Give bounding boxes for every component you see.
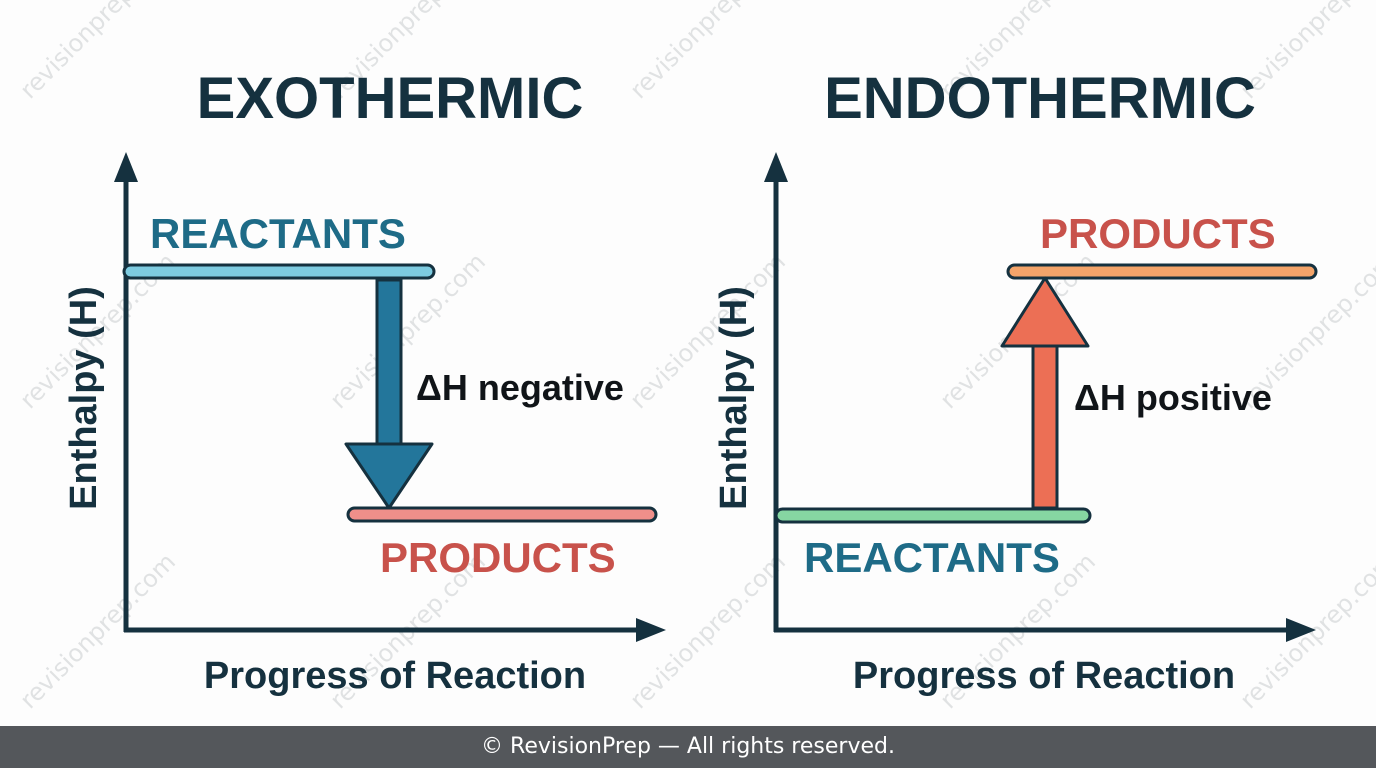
endothermic-delta-h-label: ΔH positive xyxy=(1074,377,1272,418)
endothermic-products-level xyxy=(1006,263,1318,280)
exothermic-delta-arrow-shaft xyxy=(375,278,403,452)
exothermic-products-level xyxy=(346,506,658,523)
copyright-footer: © RevisionPrep — All rights reserved. xyxy=(0,726,1376,768)
endothermic-delta-arrow-shaft xyxy=(1031,338,1059,510)
watermark-text: revisionprep.com xyxy=(624,248,791,415)
exothermic-title: EXOTHERMIC xyxy=(197,66,584,131)
exothermic-y-axis-label: Enthalpy (H) xyxy=(63,286,105,510)
energy-profile-diagrams: revisionprep.com revisionprep.com revision… xyxy=(14,0,1376,714)
exothermic-products-label: PRODUCTS xyxy=(380,534,616,581)
endothermic-reactants-level xyxy=(774,507,1092,524)
endothermic-products-label: PRODUCTS xyxy=(1040,210,1276,257)
exothermic-x-axis-arrowhead xyxy=(636,618,666,642)
endothermic-title: ENDOTHERMIC xyxy=(824,66,1256,131)
exothermic-y-axis-arrowhead xyxy=(114,152,138,182)
exothermic-reactants-level xyxy=(122,263,436,280)
endothermic-y-axis-label: Enthalpy (H) xyxy=(713,286,755,510)
endothermic-x-axis-label: Progress of Reaction xyxy=(853,655,1235,697)
watermark-text: revisionprep.com xyxy=(624,0,791,104)
endothermic-panel: ENDOTHERMIC Enthalpy (H) Progress of Rea… xyxy=(713,66,1318,697)
watermark-text: revisionprep.com xyxy=(14,0,181,104)
endothermic-y-axis-arrowhead xyxy=(764,152,788,182)
endothermic-reactants-label: REACTANTS xyxy=(804,534,1060,581)
exothermic-delta-arrow-head xyxy=(344,442,434,510)
endothermic-x-axis-arrowhead xyxy=(1286,618,1316,642)
exothermic-panel: EXOTHERMIC Enthalpy (H) Progress of Reac… xyxy=(63,66,666,697)
exothermic-delta-h-label: ΔH negative xyxy=(416,367,624,408)
exothermic-reactants-label: REACTANTS xyxy=(150,210,406,257)
exothermic-x-axis-label: Progress of Reaction xyxy=(204,655,586,697)
endothermic-delta-arrow-head xyxy=(1000,276,1090,348)
